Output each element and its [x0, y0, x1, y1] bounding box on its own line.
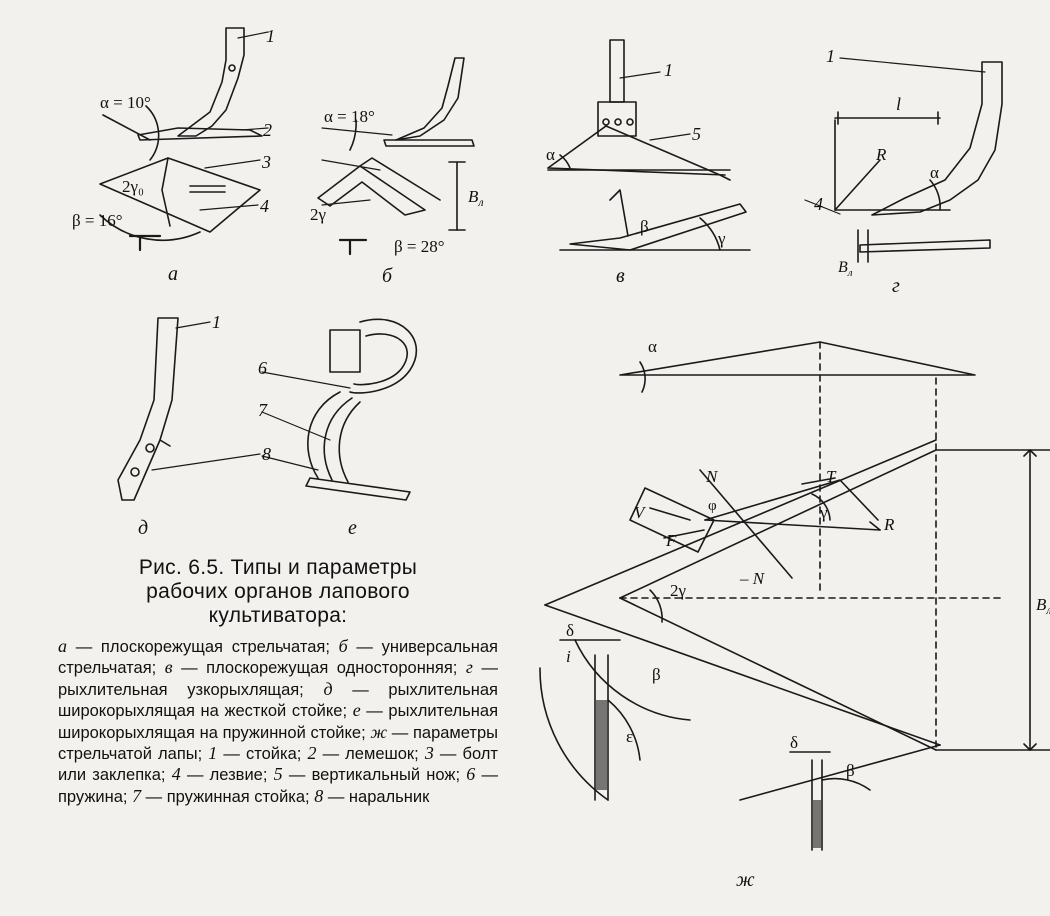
- legend-item: е — рыхлительная широкорыхлящая на пружи…: [58, 700, 499, 742]
- part-b: б: [382, 265, 393, 287]
- caption-title: Рис. 6.5. Типы и параметры рабочих орган…: [58, 556, 498, 628]
- leader-lines: [151, 31, 986, 471]
- dim-R: R: [875, 145, 887, 164]
- beta-zh: β: [652, 665, 661, 684]
- diagram-a: [99, 27, 263, 252]
- label-4-g: 4: [814, 194, 823, 214]
- diagram-b: [317, 57, 475, 256]
- phi-zh: φ: [708, 498, 717, 514]
- part-a: а: [168, 263, 178, 285]
- caption-title-line: рабочих органов лапового: [146, 580, 410, 603]
- label-3: 3: [261, 152, 271, 172]
- label-2: 2: [263, 120, 272, 140]
- B-n-zh: Bл: [1036, 595, 1050, 617]
- delta-zh-2: δ: [790, 733, 798, 752]
- two-gamma-zh: 2γ: [670, 581, 687, 600]
- legend-item: 8 — наральник: [314, 785, 430, 806]
- label-4: 4: [260, 196, 269, 216]
- label-1-d: 1: [212, 312, 221, 332]
- force-N: N: [705, 467, 719, 486]
- caption-legend: а — плоскорежущая стрельчатая; б — униве…: [58, 636, 498, 807]
- diagram-d: [117, 317, 179, 501]
- alpha-g: α: [930, 163, 939, 182]
- diagram-g: [834, 61, 1003, 263]
- force-F: F: [665, 531, 677, 550]
- label-5: 5: [692, 124, 701, 144]
- B-l-b: Bл: [468, 187, 484, 209]
- alpha-a: α = 10°: [100, 93, 151, 112]
- part-e: е: [348, 517, 357, 539]
- force-minus-N: – N: [739, 569, 766, 588]
- part-g: г: [892, 275, 900, 297]
- two-gamma-b: 2γ: [310, 205, 327, 224]
- part-zh: ж: [736, 869, 755, 891]
- two-gamma-0: 2γ₀: [122, 177, 144, 196]
- legend-item: в — плоскорежущая односторонняя;: [164, 657, 466, 678]
- beta-v: β: [640, 217, 649, 236]
- caption-title-line: Рис. 6.5. Типы и параметры: [138, 556, 418, 579]
- legend-item: 3 — болт или заклепка;: [58, 743, 498, 785]
- legend-item: г — рыхлительная узкорыхлящая;: [58, 657, 498, 699]
- legend-item: ж — параметры стрельчатой лапы;: [58, 721, 499, 764]
- legend-item: 5 — вертикальный нож;: [273, 764, 467, 785]
- gamma-v: γ: [717, 229, 726, 248]
- label-8: 8: [262, 444, 271, 464]
- i-zh: i: [566, 647, 571, 666]
- legend-item: 2 — лемешок;: [307, 743, 425, 764]
- diagram-zh: [539, 341, 1050, 851]
- part-d: д: [138, 517, 148, 539]
- label-6: 6: [258, 358, 267, 378]
- legend-item: 1 — стойка;: [208, 743, 308, 764]
- dim-l: l: [896, 94, 901, 114]
- legend-item: а — плоскорежущая стрельчатая;: [58, 636, 339, 656]
- label-7: 7: [258, 400, 268, 420]
- legend-item: д — рыхлительная широкорыхлящая на жестк…: [58, 678, 498, 721]
- beta-zh-2: β: [846, 761, 855, 780]
- label-1-g: 1: [826, 46, 835, 66]
- legend-item: 6 — пружина;: [58, 764, 498, 806]
- force-R: R: [883, 515, 895, 534]
- alpha-v: α: [546, 145, 555, 164]
- legend-item: 7 — пружинная стойка;: [132, 785, 315, 806]
- part-v: в: [616, 265, 625, 287]
- gamma-zh: γ: [819, 503, 828, 522]
- diagram-v: [547, 39, 751, 251]
- beta-a: β = 16°: [72, 211, 123, 230]
- alpha-zh: α: [648, 337, 657, 356]
- delta-zh: δ: [566, 621, 574, 640]
- force-V: V: [634, 503, 647, 522]
- legend-item: 4 — лезвие;: [171, 764, 274, 785]
- label-1-v: 1: [664, 60, 673, 80]
- caption-title-line: культиватора:: [208, 604, 348, 627]
- label-1: 1: [266, 26, 275, 46]
- legend-item: б — универсальная стрельчатая;: [58, 636, 498, 678]
- epsilon-zh: ε: [626, 727, 633, 746]
- beta-b: β = 28°: [394, 237, 445, 256]
- B-l-g: Bл: [838, 259, 853, 279]
- force-T: T: [826, 467, 837, 486]
- alpha-b: α = 18°: [324, 107, 375, 126]
- figure-caption: Рис. 6.5. Типы и параметры рабочих орган…: [58, 556, 498, 807]
- diagram-e: [305, 318, 417, 501]
